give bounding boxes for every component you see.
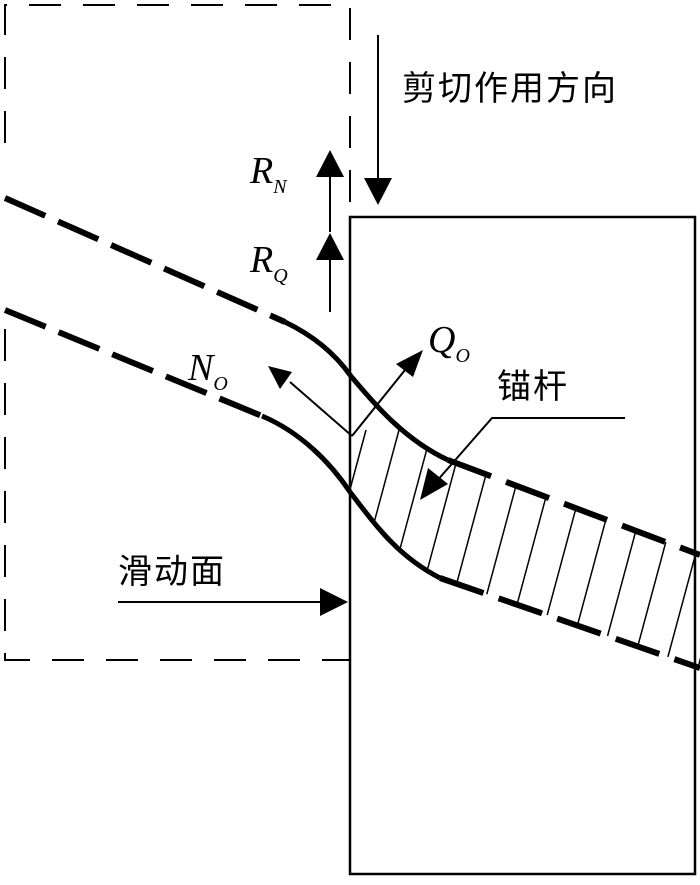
no-symbol: NO <box>187 347 228 395</box>
hatch-line <box>350 429 367 668</box>
bolt-lower-edge-bend <box>261 413 442 581</box>
hatch-line <box>493 429 565 668</box>
qo-arrow <box>351 350 423 437</box>
sliding-surface-label: 滑动面 <box>118 552 226 592</box>
hatch-line <box>350 429 400 668</box>
rq-symbol: RQ <box>249 239 288 287</box>
bolt-upper-edge-right <box>446 457 700 558</box>
hatch-line <box>427 429 499 668</box>
rn-arrow <box>316 150 344 232</box>
fixed-rock-block <box>348 215 697 876</box>
hatch-line <box>526 429 598 668</box>
hatch-line <box>658 429 700 668</box>
hatch-line <box>263 430 333 690</box>
bolt-lower-edge-right <box>439 575 700 671</box>
bolt-lower-edge-dashed <box>3 307 264 419</box>
bolt-upper-edge-dashed <box>3 195 287 325</box>
hatch-line <box>394 429 466 668</box>
anchor-bolt-leader <box>420 417 625 500</box>
hatch-line <box>230 430 300 690</box>
rq-arrow <box>316 233 344 312</box>
hatch-line <box>361 429 433 668</box>
shear-direction-arrow <box>364 35 392 205</box>
rn-symbol: RN <box>249 150 288 198</box>
hatch-line <box>559 429 631 668</box>
qo-symbol: QO <box>428 319 470 367</box>
no-arrow <box>268 366 353 437</box>
sliding-surface-leader <box>118 588 348 616</box>
bolt-upper-edge-bend <box>283 319 450 463</box>
shear-direction-label: 剪切作用方向 <box>402 69 618 109</box>
hatch-line <box>625 429 697 668</box>
anchor-bolt-label: 锚杆 <box>497 367 569 407</box>
